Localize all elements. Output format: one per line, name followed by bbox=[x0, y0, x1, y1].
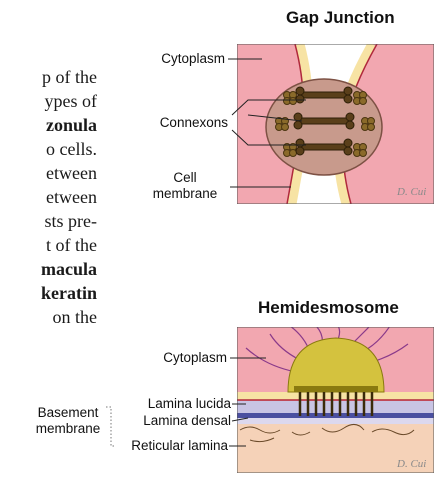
hd-lamina-densa-label: Lamina densal bbox=[143, 413, 231, 429]
gap-junction-figure bbox=[237, 44, 434, 204]
hd-lamina-lucida bbox=[237, 401, 434, 413]
hd-reticular-lamina-label: Reticular lamina bbox=[131, 438, 228, 454]
gj-cell-membrane-label-line1: Cell bbox=[150, 170, 220, 186]
hd-signature: D. Cui bbox=[397, 458, 426, 470]
hd-cytoplasm-label: Cytoplasm bbox=[163, 350, 227, 366]
hemidesmosome-title: Hemidesmosome bbox=[258, 298, 399, 318]
gj-cell-membrane-label-line2: membrane bbox=[150, 186, 220, 202]
hd-cell-membrane bbox=[237, 392, 434, 400]
hd-basement-membrane-label-line1: Basement bbox=[32, 405, 104, 421]
hd-lamina-densa bbox=[237, 413, 434, 418]
basement-membrane-bracket bbox=[106, 407, 116, 446]
hd-lamina-lucida-label: Lamina lucida bbox=[148, 396, 231, 412]
hd-basement-membrane-label-line2: membrane bbox=[32, 421, 104, 437]
hemidesmosome-figure bbox=[237, 326, 434, 473]
hd-basement-membrane-label: Basement membrane bbox=[32, 405, 104, 437]
gap-junction-title: Gap Junction bbox=[286, 8, 395, 28]
gj-cell-membrane-label: Cell membrane bbox=[150, 170, 220, 202]
gj-connexons-label: Connexons bbox=[160, 115, 228, 131]
gj-signature: D. Cui bbox=[397, 186, 426, 198]
gj-cytoplasm-label: Cytoplasm bbox=[161, 51, 225, 67]
